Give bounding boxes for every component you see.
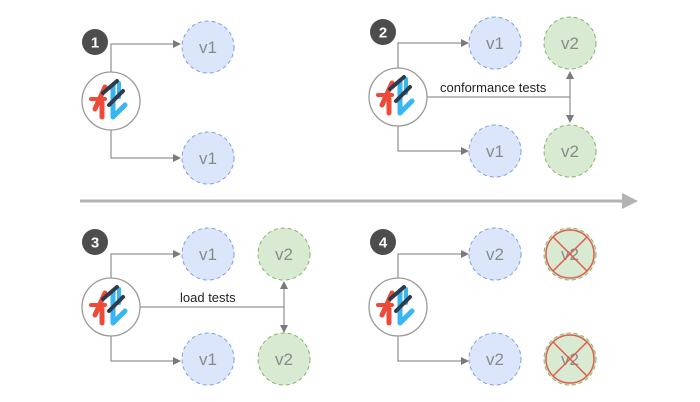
edge-to-top-node bbox=[397, 250, 469, 280]
edge-to-bottom-node bbox=[110, 129, 181, 162]
edge-to-bottom-node bbox=[397, 125, 469, 155]
router-logo-icon bbox=[369, 68, 427, 126]
canary-node-top: v2 bbox=[543, 16, 597, 70]
edge-to-bottom-node bbox=[397, 335, 469, 365]
panel-3: 3 load tests v1 v1 v2 v2 bbox=[82, 227, 311, 386]
step-badge: 4 bbox=[370, 229, 396, 255]
timeline-arrow bbox=[80, 193, 638, 209]
svg-text:v1: v1 bbox=[199, 350, 217, 369]
removed-node-bottom: v2 bbox=[543, 332, 597, 386]
svg-text:v1: v1 bbox=[199, 38, 217, 57]
svg-text:v2: v2 bbox=[275, 245, 293, 264]
step-badge: 3 bbox=[82, 229, 108, 255]
node-bottom: v1 bbox=[468, 124, 522, 178]
panel-4: 4 v2 v2 v2 v2 bbox=[369, 227, 597, 386]
removed-node-top: v2 bbox=[543, 227, 597, 281]
node-bottom: v2 bbox=[468, 332, 522, 386]
svg-text:v1: v1 bbox=[486, 142, 504, 161]
panel-2: 2 conformance tests v1 v1 v2 v2 bbox=[369, 16, 597, 178]
node-top: v2 bbox=[468, 227, 522, 281]
edge-label: load tests bbox=[180, 290, 236, 305]
node-bottom: v1 bbox=[181, 131, 235, 185]
node-bottom: v1 bbox=[181, 332, 235, 386]
svg-text:v1: v1 bbox=[199, 149, 217, 168]
node-top: v1 bbox=[181, 227, 235, 281]
router-logo-icon bbox=[369, 278, 427, 336]
panel-1: 1 v1 v1 bbox=[82, 20, 235, 185]
node-top: v1 bbox=[181, 20, 235, 74]
edge-to-top-node bbox=[110, 250, 181, 280]
svg-text:v2: v2 bbox=[561, 142, 579, 161]
svg-text:v1: v1 bbox=[486, 34, 504, 53]
canary-node-bottom: v2 bbox=[543, 124, 597, 178]
svg-text:4: 4 bbox=[379, 235, 388, 252]
svg-text:v2: v2 bbox=[486, 245, 504, 264]
canary-node-top: v2 bbox=[257, 227, 311, 281]
canary-node-bottom: v2 bbox=[257, 332, 311, 386]
svg-text:v1: v1 bbox=[199, 245, 217, 264]
router-logo-icon bbox=[82, 72, 140, 130]
edge-to-top-node bbox=[397, 39, 469, 70]
cross-out-icon bbox=[545, 229, 595, 279]
svg-text:v2: v2 bbox=[275, 350, 293, 369]
svg-text:2: 2 bbox=[379, 25, 387, 42]
svg-text:v2: v2 bbox=[486, 350, 504, 369]
edge-to-top-node bbox=[110, 40, 181, 74]
edge-label: conformance tests bbox=[440, 80, 547, 95]
cross-out-icon bbox=[545, 334, 595, 384]
svg-text:v2: v2 bbox=[561, 34, 579, 53]
node-top: v1 bbox=[468, 16, 522, 70]
router-logo-icon bbox=[82, 278, 140, 336]
svg-text:3: 3 bbox=[91, 235, 99, 252]
svg-text:1: 1 bbox=[91, 35, 99, 52]
step-badge: 2 bbox=[370, 19, 396, 45]
edge-to-bottom-node bbox=[110, 335, 181, 365]
step-badge: 1 bbox=[82, 29, 108, 55]
